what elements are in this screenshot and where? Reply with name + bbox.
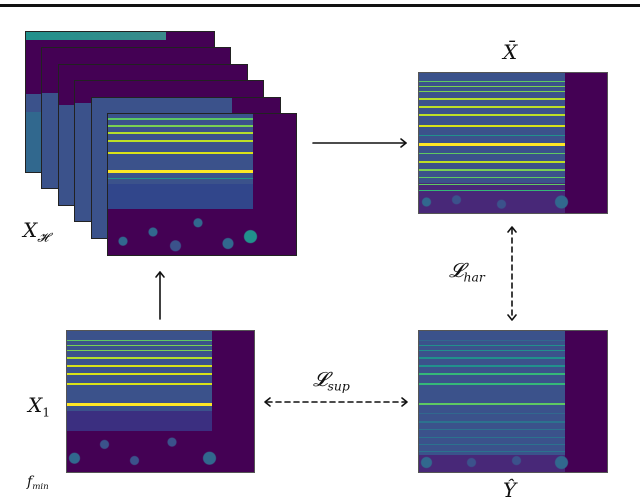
- x-bar-spectrogram: [418, 72, 608, 214]
- label-x-bar: X̄: [503, 40, 518, 64]
- label-har-loss: 𝓛har: [449, 258, 485, 285]
- stack-frame-front: [107, 113, 297, 256]
- arrow-sup-loss: [264, 397, 408, 407]
- label-stack: X𝓗: [23, 218, 49, 245]
- label-x1: X1: [28, 393, 51, 420]
- arrow-x1-to-stack: [155, 271, 165, 320]
- page-header-rule: [0, 2, 640, 7]
- y-hat-spectrogram: [418, 330, 608, 473]
- label-f-min: fmin: [27, 474, 49, 493]
- arrow-har-loss: [507, 226, 517, 321]
- arrow-stack-to-xbar: [312, 138, 407, 148]
- label-y-hat: Ŷ: [503, 478, 517, 502]
- label-sup-loss: 𝓛sup: [313, 367, 350, 394]
- x1-spectrogram: [66, 330, 255, 473]
